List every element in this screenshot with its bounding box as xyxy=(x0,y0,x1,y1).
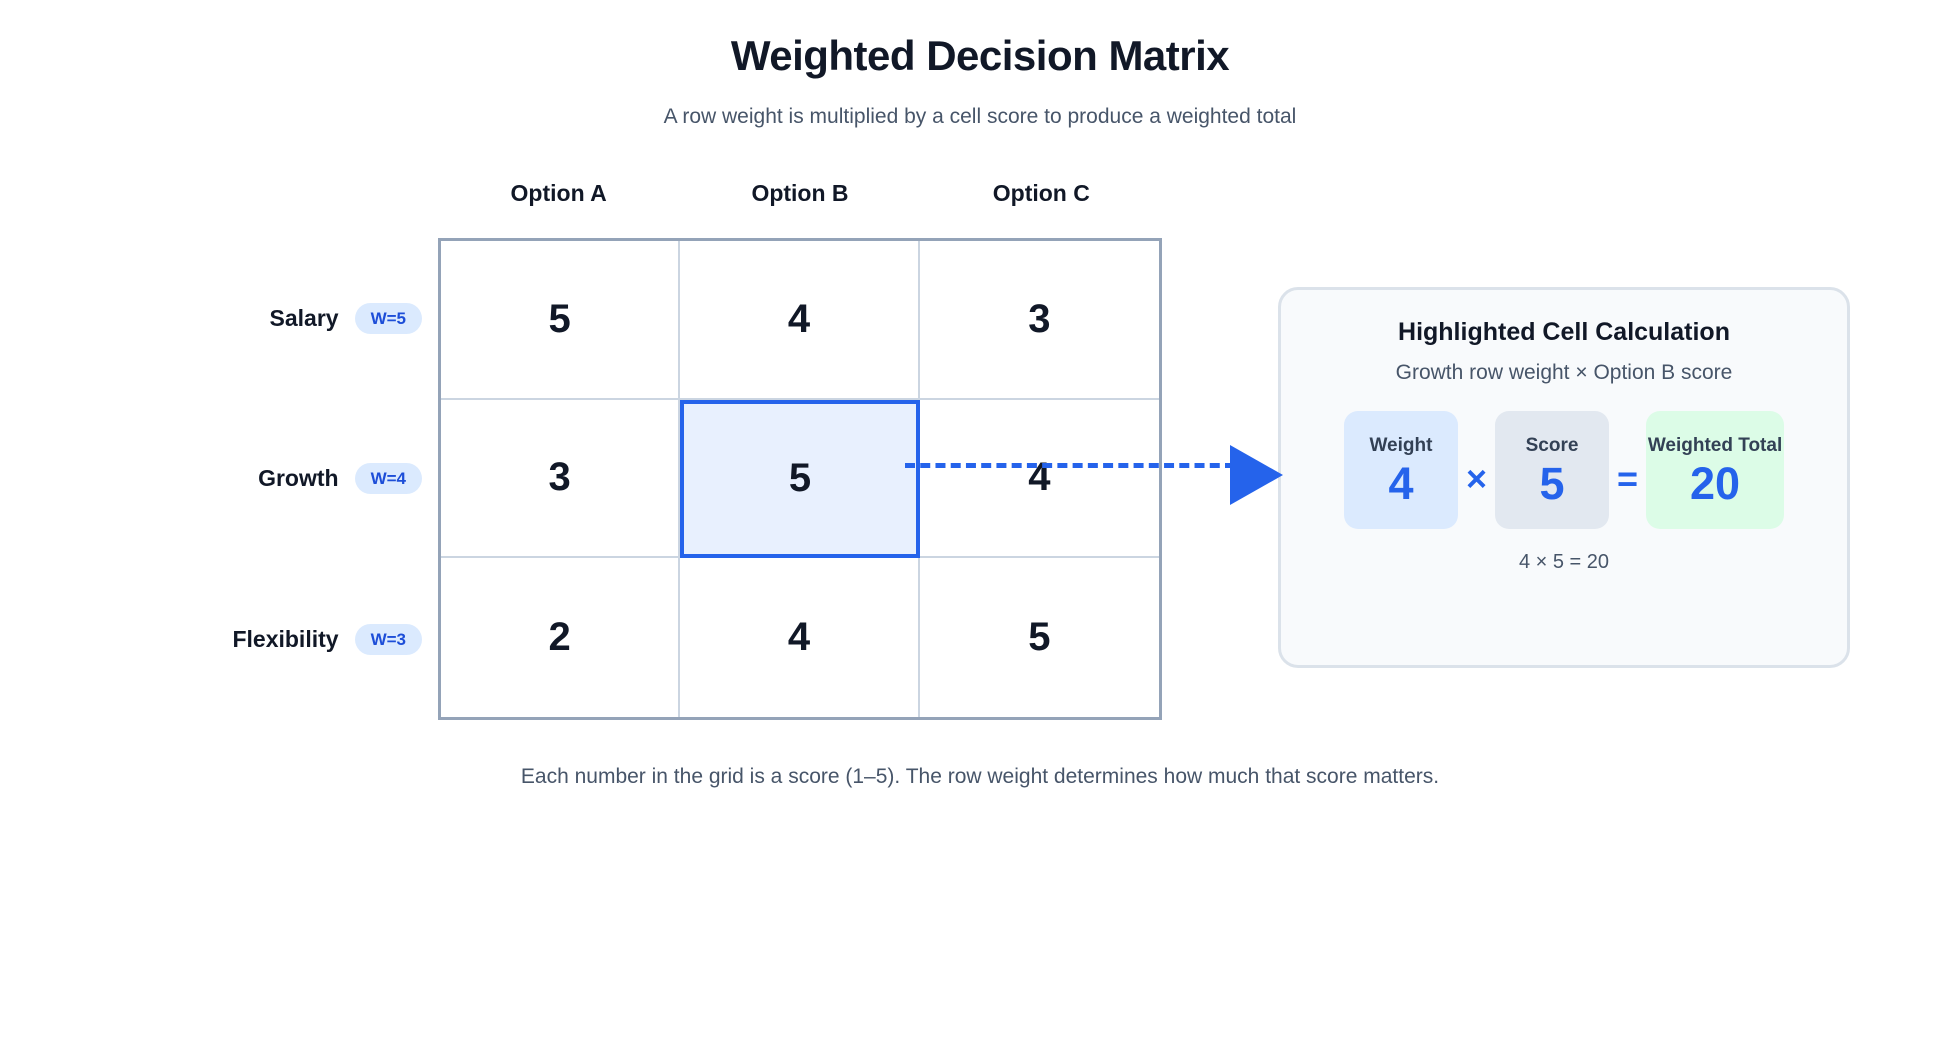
row-label-text-flexibility: Flexibility xyxy=(232,625,339,652)
connector-arrowhead-icon xyxy=(1230,445,1283,505)
column-header-option-b: Option B xyxy=(751,180,849,206)
matrix-cell-salary-option-c[interactable]: 3 xyxy=(919,241,1159,400)
calc-box-weight-label: Weight xyxy=(1369,434,1433,456)
calc-box-score-label: Score xyxy=(1525,434,1579,456)
calc-panel-formula: 4 × 5 = 20 xyxy=(1518,551,1610,573)
matrix-column-headers: Option A Option B Option C xyxy=(438,180,1162,207)
matrix-cell-salary-option-b[interactable]: 4 xyxy=(680,241,920,400)
calc-box-weight-value: 4 xyxy=(1388,457,1414,509)
matrix-cell-flexibility-option-c[interactable]: 5 xyxy=(1028,615,1051,660)
matrix-cell-growth-option-b-highlighted[interactable]: 5 xyxy=(680,399,920,559)
row-label-growth: Growth W=4 xyxy=(258,399,422,560)
calc-box-total-label: Weighted Total xyxy=(1647,434,1783,456)
weight-badge-growth: W=4 xyxy=(354,463,422,495)
multiply-operator-icon: × xyxy=(1465,458,1487,499)
calc-box-weight: Weight 4 xyxy=(1343,411,1458,529)
calc-box-total-value: 20 xyxy=(1690,457,1741,509)
column-header-option-a: Option A xyxy=(510,180,607,206)
matrix-cell-salary-option-a[interactable]: 5 xyxy=(441,241,681,400)
row-label-text-growth: Growth xyxy=(258,465,339,492)
weight-badge-salary: W=5 xyxy=(354,302,422,334)
page-subtitle: A row weight is multiplied by a cell sco… xyxy=(663,105,1297,128)
weight-badge-flexibility: W=3 xyxy=(354,623,422,655)
calc-panel-subtitle: Growth row weight × Option B score xyxy=(1395,361,1733,384)
matrix-cell-flexibility-option-a[interactable]: 2 xyxy=(441,558,681,717)
decision-matrix-grid: 5 4 3 3 5 4 2 4 5 xyxy=(438,238,1162,720)
calc-panel-equation: Weight 4 × Score 5 = Weighted Total 20 xyxy=(1343,411,1785,529)
highlighted-cell-calculation-panel: Highlighted Cell Calculation Growth row … xyxy=(1278,287,1850,668)
calc-box-score-value: 5 xyxy=(1539,457,1565,509)
row-label-salary: Salary W=5 xyxy=(269,238,422,399)
calc-box-weighted-total: Weighted Total 20 xyxy=(1646,411,1785,529)
row-label-text-salary: Salary xyxy=(269,304,339,331)
matrix-cell-flexibility-option-b[interactable]: 4 xyxy=(680,558,920,717)
page-title: Weighted Decision Matrix xyxy=(730,32,1230,79)
connector-dashed-line xyxy=(905,463,1235,468)
matrix-cell-growth-option-c[interactable]: 4 xyxy=(919,400,1159,559)
calc-box-score: Score 5 xyxy=(1495,411,1609,529)
equals-operator-icon: = xyxy=(1617,458,1639,499)
matrix-cell-growth-option-a[interactable]: 3 xyxy=(441,399,681,559)
row-label-flexibility: Flexibility W=3 xyxy=(232,559,422,720)
column-header-option-c: Option C xyxy=(992,180,1090,206)
footer-caption: Each number in the grid is a score (1–5)… xyxy=(520,765,1440,788)
calc-panel-title: Highlighted Cell Calculation xyxy=(1398,318,1730,346)
matrix-row-labels: Salary W=5 Growth W=4 Flexibility W=3 xyxy=(120,238,430,720)
